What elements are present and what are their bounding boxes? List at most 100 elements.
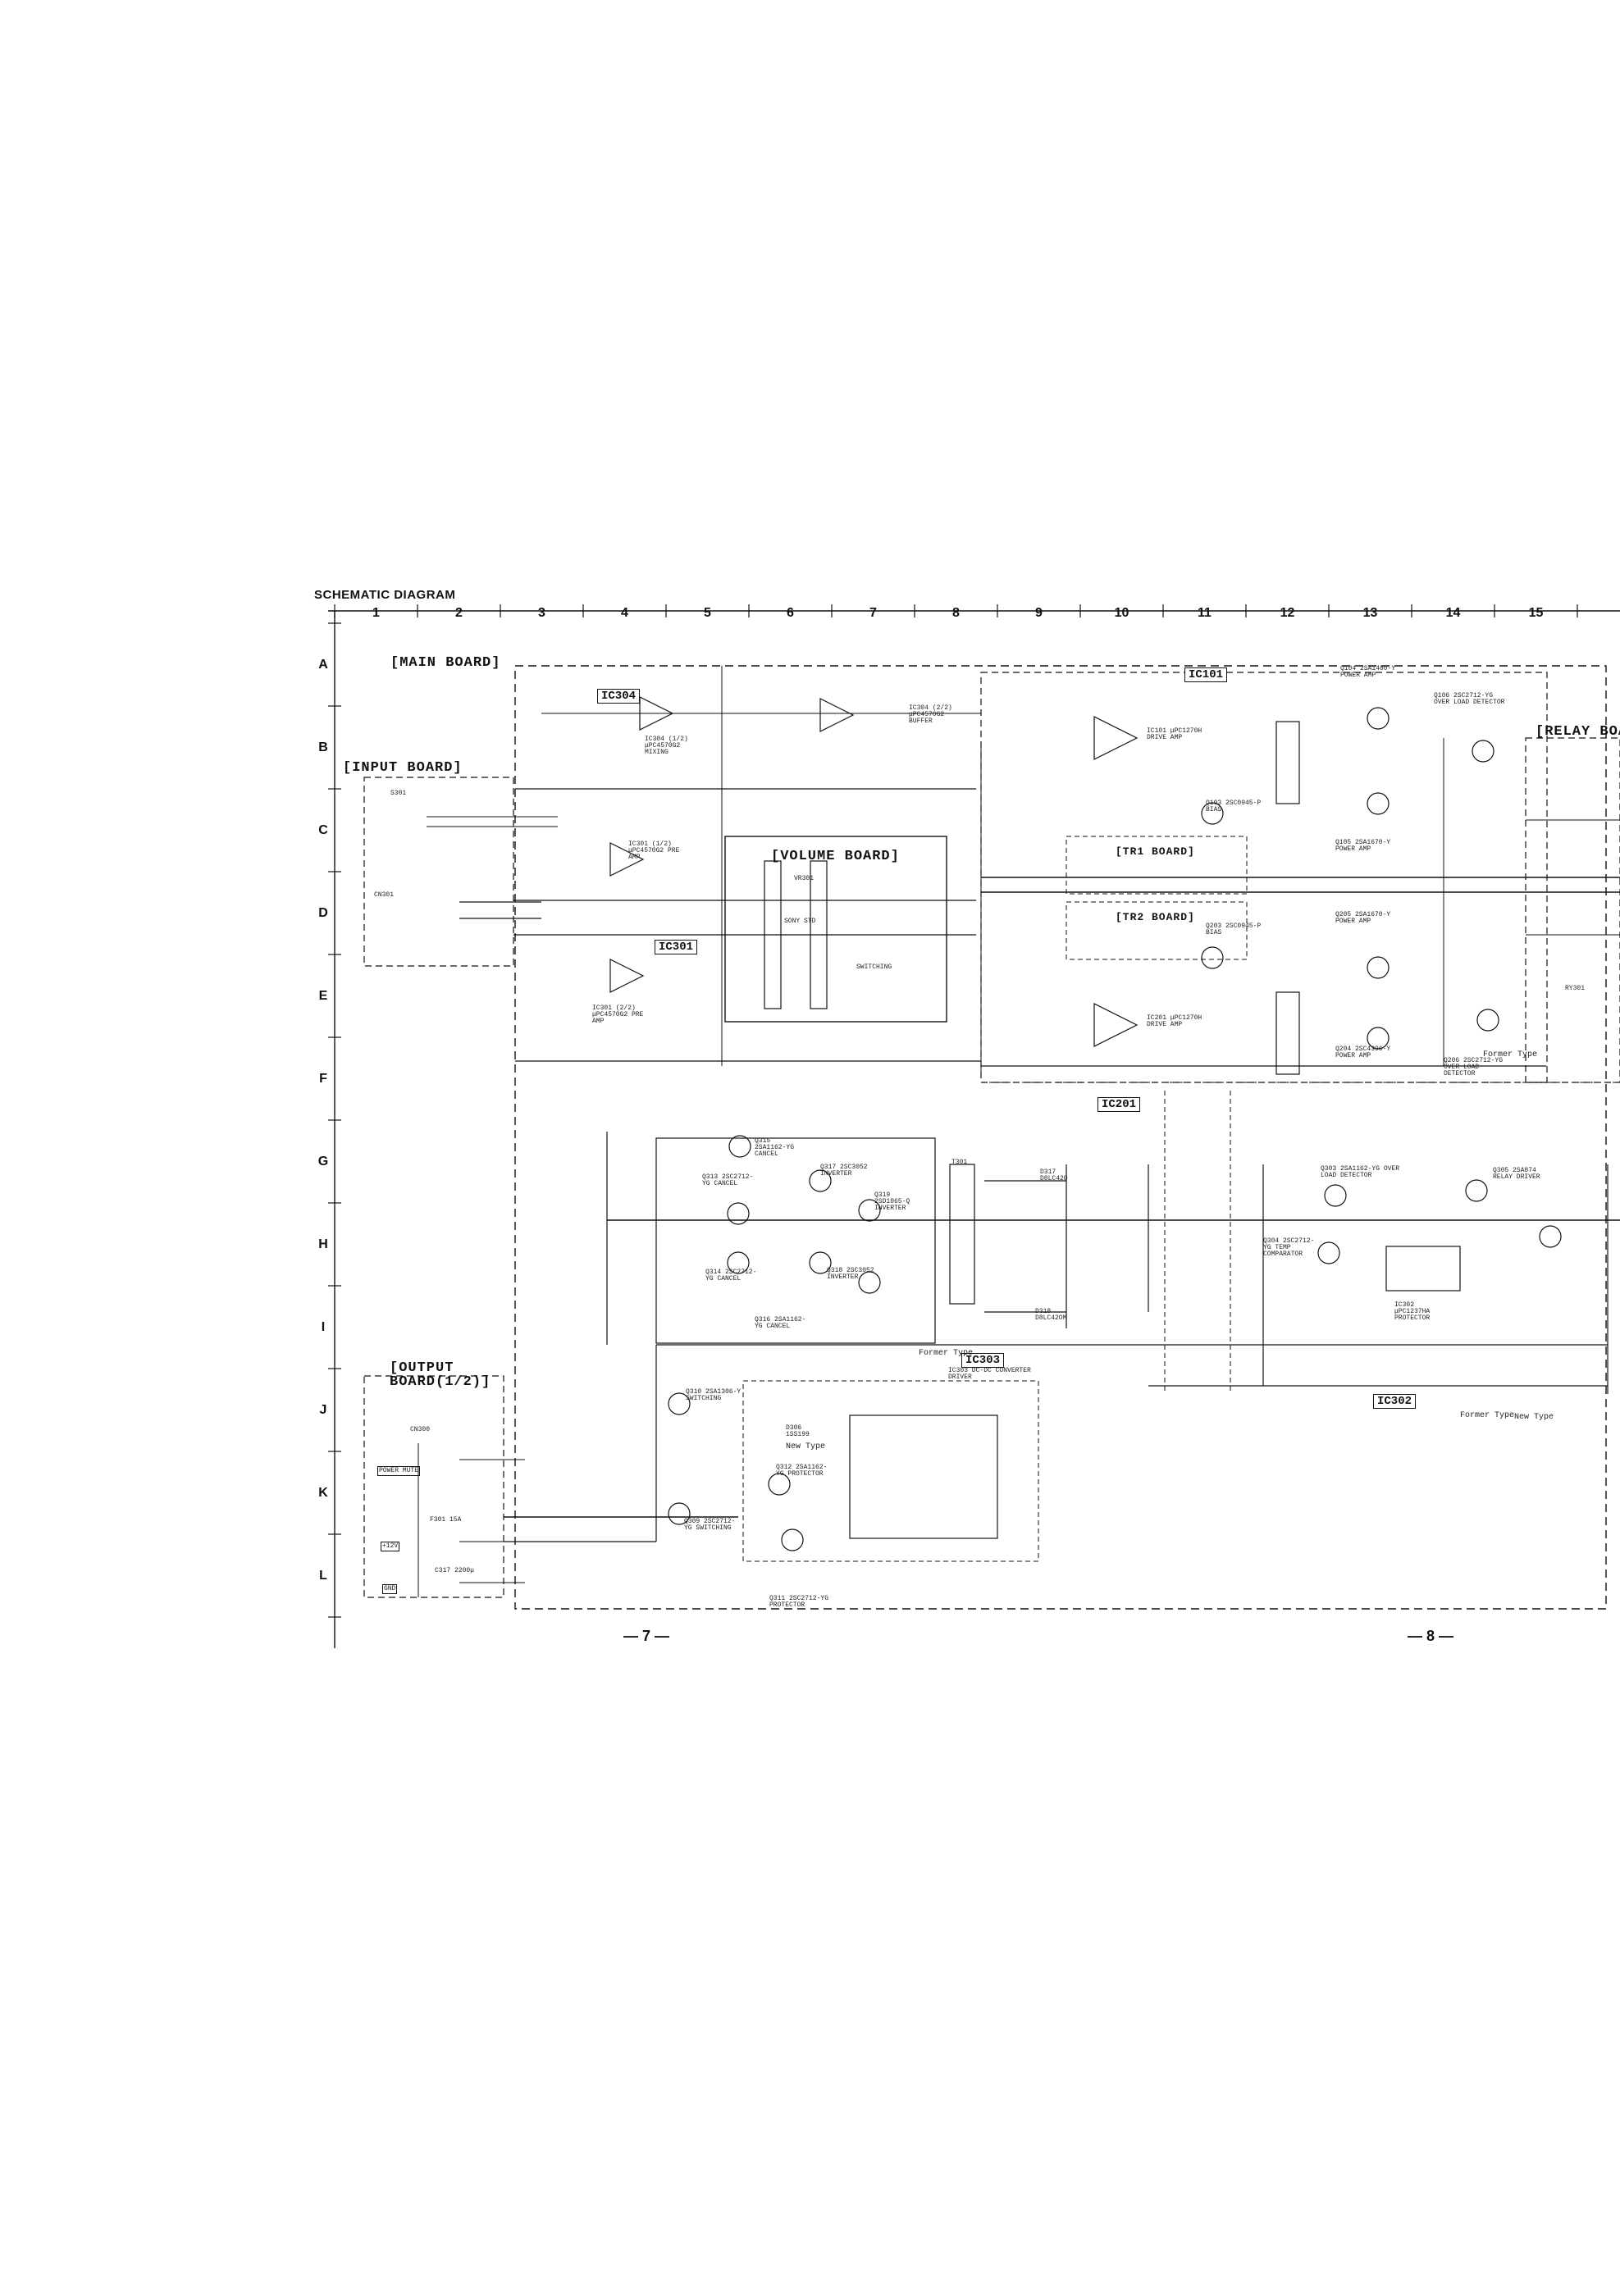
- transistor-0: [1367, 707, 1390, 730]
- ic101-drive-label: IC101 μPC1270H DRIVE AMP: [1147, 727, 1202, 741]
- ic304-buffer-label: IC304 (2/2) μPC4570G2 BUFFER: [909, 704, 952, 725]
- ic201-drive-opamp: [1093, 1003, 1139, 1047]
- grid-row-I: I: [321, 1319, 326, 1334]
- transistor-1: [1367, 792, 1390, 815]
- q318-label: Q318 2SC3052 INVERTER: [827, 1267, 874, 1281]
- grid-row-K: K: [318, 1485, 328, 1500]
- s301-label: S301: [390, 790, 407, 797]
- transistor-15: [809, 1169, 832, 1192]
- ic303-dashed-area: [742, 1380, 1039, 1562]
- tr2-board-outline: [1066, 901, 1248, 960]
- ry301-label: RY301: [1565, 985, 1586, 992]
- switching-label: SWITCHING: [856, 963, 892, 971]
- grid-column-7: 7: [869, 606, 877, 620]
- grid-column-12: 12: [1280, 606, 1295, 620]
- grid-row-J: J: [319, 1402, 327, 1417]
- grid-column-10: 10: [1114, 606, 1129, 620]
- q103-label: Q103 2SC0945-P BIAS: [1206, 800, 1262, 813]
- grid-column-2: 2: [455, 606, 463, 620]
- output-board-outline: [363, 1375, 504, 1598]
- tr1-board-label: [TR1 BOARD]: [1116, 845, 1195, 858]
- t301-label: T301: [951, 1159, 968, 1166]
- ic302-label: IC302: [1373, 1394, 1417, 1409]
- q303-label: Q303 2SA1162-YG OVER LOAD DETECTOR: [1321, 1165, 1400, 1179]
- q313-label: Q313 2SC2712-YG CANCEL: [702, 1173, 754, 1187]
- ic304-mixing-label: IC304 (1/2) μPC4570G2 MIXING: [645, 736, 688, 756]
- grid-row-B: B: [318, 740, 328, 754]
- q105-label: Q105 2SA1670-Y POWER AMP: [1335, 839, 1391, 853]
- diagram-title: SCHEMATIC DIAGRAM: [314, 588, 456, 602]
- q204-label: Q204 2SC4396-Y POWER AMP: [1335, 1046, 1391, 1059]
- transistor-9: [1465, 1179, 1488, 1202]
- tr1-board-outline: [1066, 836, 1248, 895]
- grid-column-15: 15: [1528, 606, 1544, 620]
- inverter-section-outline: [655, 1137, 936, 1344]
- q317-label: Q317 2SC3052 INVERTER: [820, 1164, 868, 1178]
- grid-column-14: 14: [1445, 606, 1461, 620]
- power-mute-terminal: POWER MUTE: [377, 1466, 421, 1476]
- main-board-label: [MAIN BOARD]: [390, 655, 501, 671]
- transistor-8: [1324, 1184, 1347, 1207]
- q310-label: Q310 2SA1306-Y SWITCHING: [686, 1388, 742, 1402]
- grid-row-G: G: [317, 1154, 329, 1168]
- ic304-buffer-opamp: [819, 698, 855, 732]
- q203-label: Q203 2SC0945-P BIAS: [1206, 922, 1262, 936]
- q104-label: Q104 2SA1480-Y POWER AMP: [1340, 665, 1396, 679]
- transistor-21: [781, 1528, 804, 1551]
- transistor-19: [668, 1392, 691, 1415]
- relay-board-label: [RELAY BOARD]: [1536, 724, 1620, 740]
- grid-column-4: 4: [621, 606, 628, 620]
- d306-label: D306 1SS199: [786, 1424, 810, 1438]
- grid-row-L: L: [319, 1568, 327, 1583]
- ic302-label-desc: IC302 μPC1237HA PROTECTOR: [1394, 1301, 1431, 1322]
- q311-label: Q311 2SC2712-YG PROTECTOR: [769, 1595, 829, 1609]
- q314-label: Q314 2SC2712-YG CANCEL: [705, 1269, 757, 1282]
- transistor-20: [668, 1502, 691, 1525]
- ic201-driver-block: [1275, 991, 1300, 1075]
- grid-column-6: 6: [787, 606, 794, 620]
- former-type-note-3: Former Type: [1483, 1050, 1538, 1059]
- ic101-label: IC101: [1184, 667, 1228, 682]
- tr2-board-label: [TR2 BOARD]: [1116, 911, 1195, 923]
- ic303-driver-block: [849, 1414, 998, 1539]
- transistor-10: [1539, 1225, 1562, 1248]
- page-number-left: — 7 —: [623, 1628, 670, 1644]
- grid-row-D: D: [318, 905, 328, 920]
- ic304-label: IC304: [597, 689, 641, 704]
- d318-label: D318 D8LC42OM: [1035, 1308, 1067, 1322]
- transistor-7: [1201, 946, 1224, 969]
- q316-label: Q316 2SA1162-YG CANCEL: [755, 1316, 806, 1330]
- q206-label: Q206 2SC2712-YG OVER LOAD DETECTOR: [1444, 1057, 1504, 1077]
- ic201-label: IC201: [1097, 1097, 1141, 1112]
- q309-label: Q309 2SC2712-YG SWITCHING: [684, 1518, 736, 1532]
- ic301-preamp-1-opamp: [609, 842, 645, 877]
- transistor-22: [768, 1473, 791, 1496]
- grid-column-5: 5: [704, 606, 711, 620]
- transistor-12: [728, 1135, 751, 1158]
- grid-row-A: A: [318, 657, 328, 672]
- grid-row-E: E: [318, 988, 328, 1003]
- q304-label: Q304 2SC2712-YG TEMP COMPARATOR: [1263, 1237, 1315, 1258]
- transistor-14: [727, 1251, 750, 1274]
- t301-transformer: [949, 1164, 975, 1305]
- ic301-preamp-2-label: IC301 (2/2) μPC4570G2 PRE AMP: [592, 1004, 644, 1025]
- transistor-13: [727, 1202, 750, 1225]
- gnd-terminal: GND: [382, 1584, 398, 1594]
- former-type-note-2: Former Type: [1460, 1411, 1515, 1420]
- grid-row-F: F: [319, 1071, 327, 1086]
- transistor-3: [1367, 1027, 1390, 1050]
- ic201-drive-label: IC201 μPC1270H DRIVE AMP: [1147, 1014, 1202, 1028]
- ic301-label: IC301: [655, 940, 698, 954]
- main-board-outline: [514, 665, 1607, 1610]
- output-board-label: [OUTPUT BOARD(1/2)]: [390, 1360, 491, 1390]
- input-board-outline: [363, 777, 514, 967]
- volume-board-outline: [724, 836, 947, 1023]
- q312-label: Q312 2SA1162-YG PROTECTOR: [776, 1464, 828, 1478]
- transistor-11: [1317, 1241, 1340, 1264]
- transistor-6: [1201, 802, 1224, 825]
- ic101-driver-block: [1275, 721, 1300, 804]
- input-board-label: [INPUT BOARD]: [343, 760, 463, 776]
- q305-label: Q305 2SA874 RELAY DRIVER: [1493, 1167, 1540, 1181]
